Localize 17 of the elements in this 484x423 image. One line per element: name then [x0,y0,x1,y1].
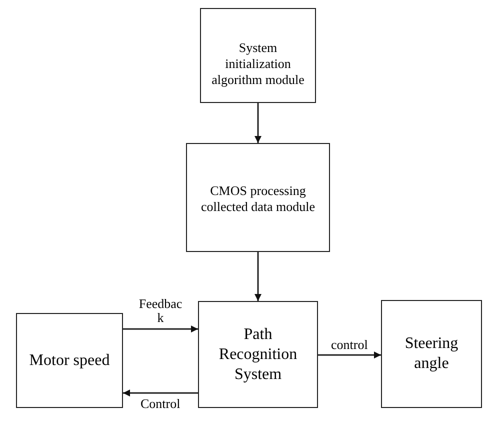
arrow [254,252,262,301]
arrow [318,352,381,358]
process-box [198,301,318,408]
box-text: CMOS processing collected data module [200,182,316,215]
process-box [16,313,123,408]
arrow [254,103,262,143]
edge-label: Control [140,397,180,412]
process-box [186,143,330,252]
process-box [200,8,316,103]
arrow [123,390,198,396]
box-text: Motor speed [29,350,110,370]
box-text: System initialization algorithm module [210,40,306,89]
arrow [123,326,198,332]
process-box [381,300,482,408]
box-text: Path Recognition System [218,324,298,384]
edge-label: control [331,338,368,352]
box-text: Steering angle [404,334,460,374]
